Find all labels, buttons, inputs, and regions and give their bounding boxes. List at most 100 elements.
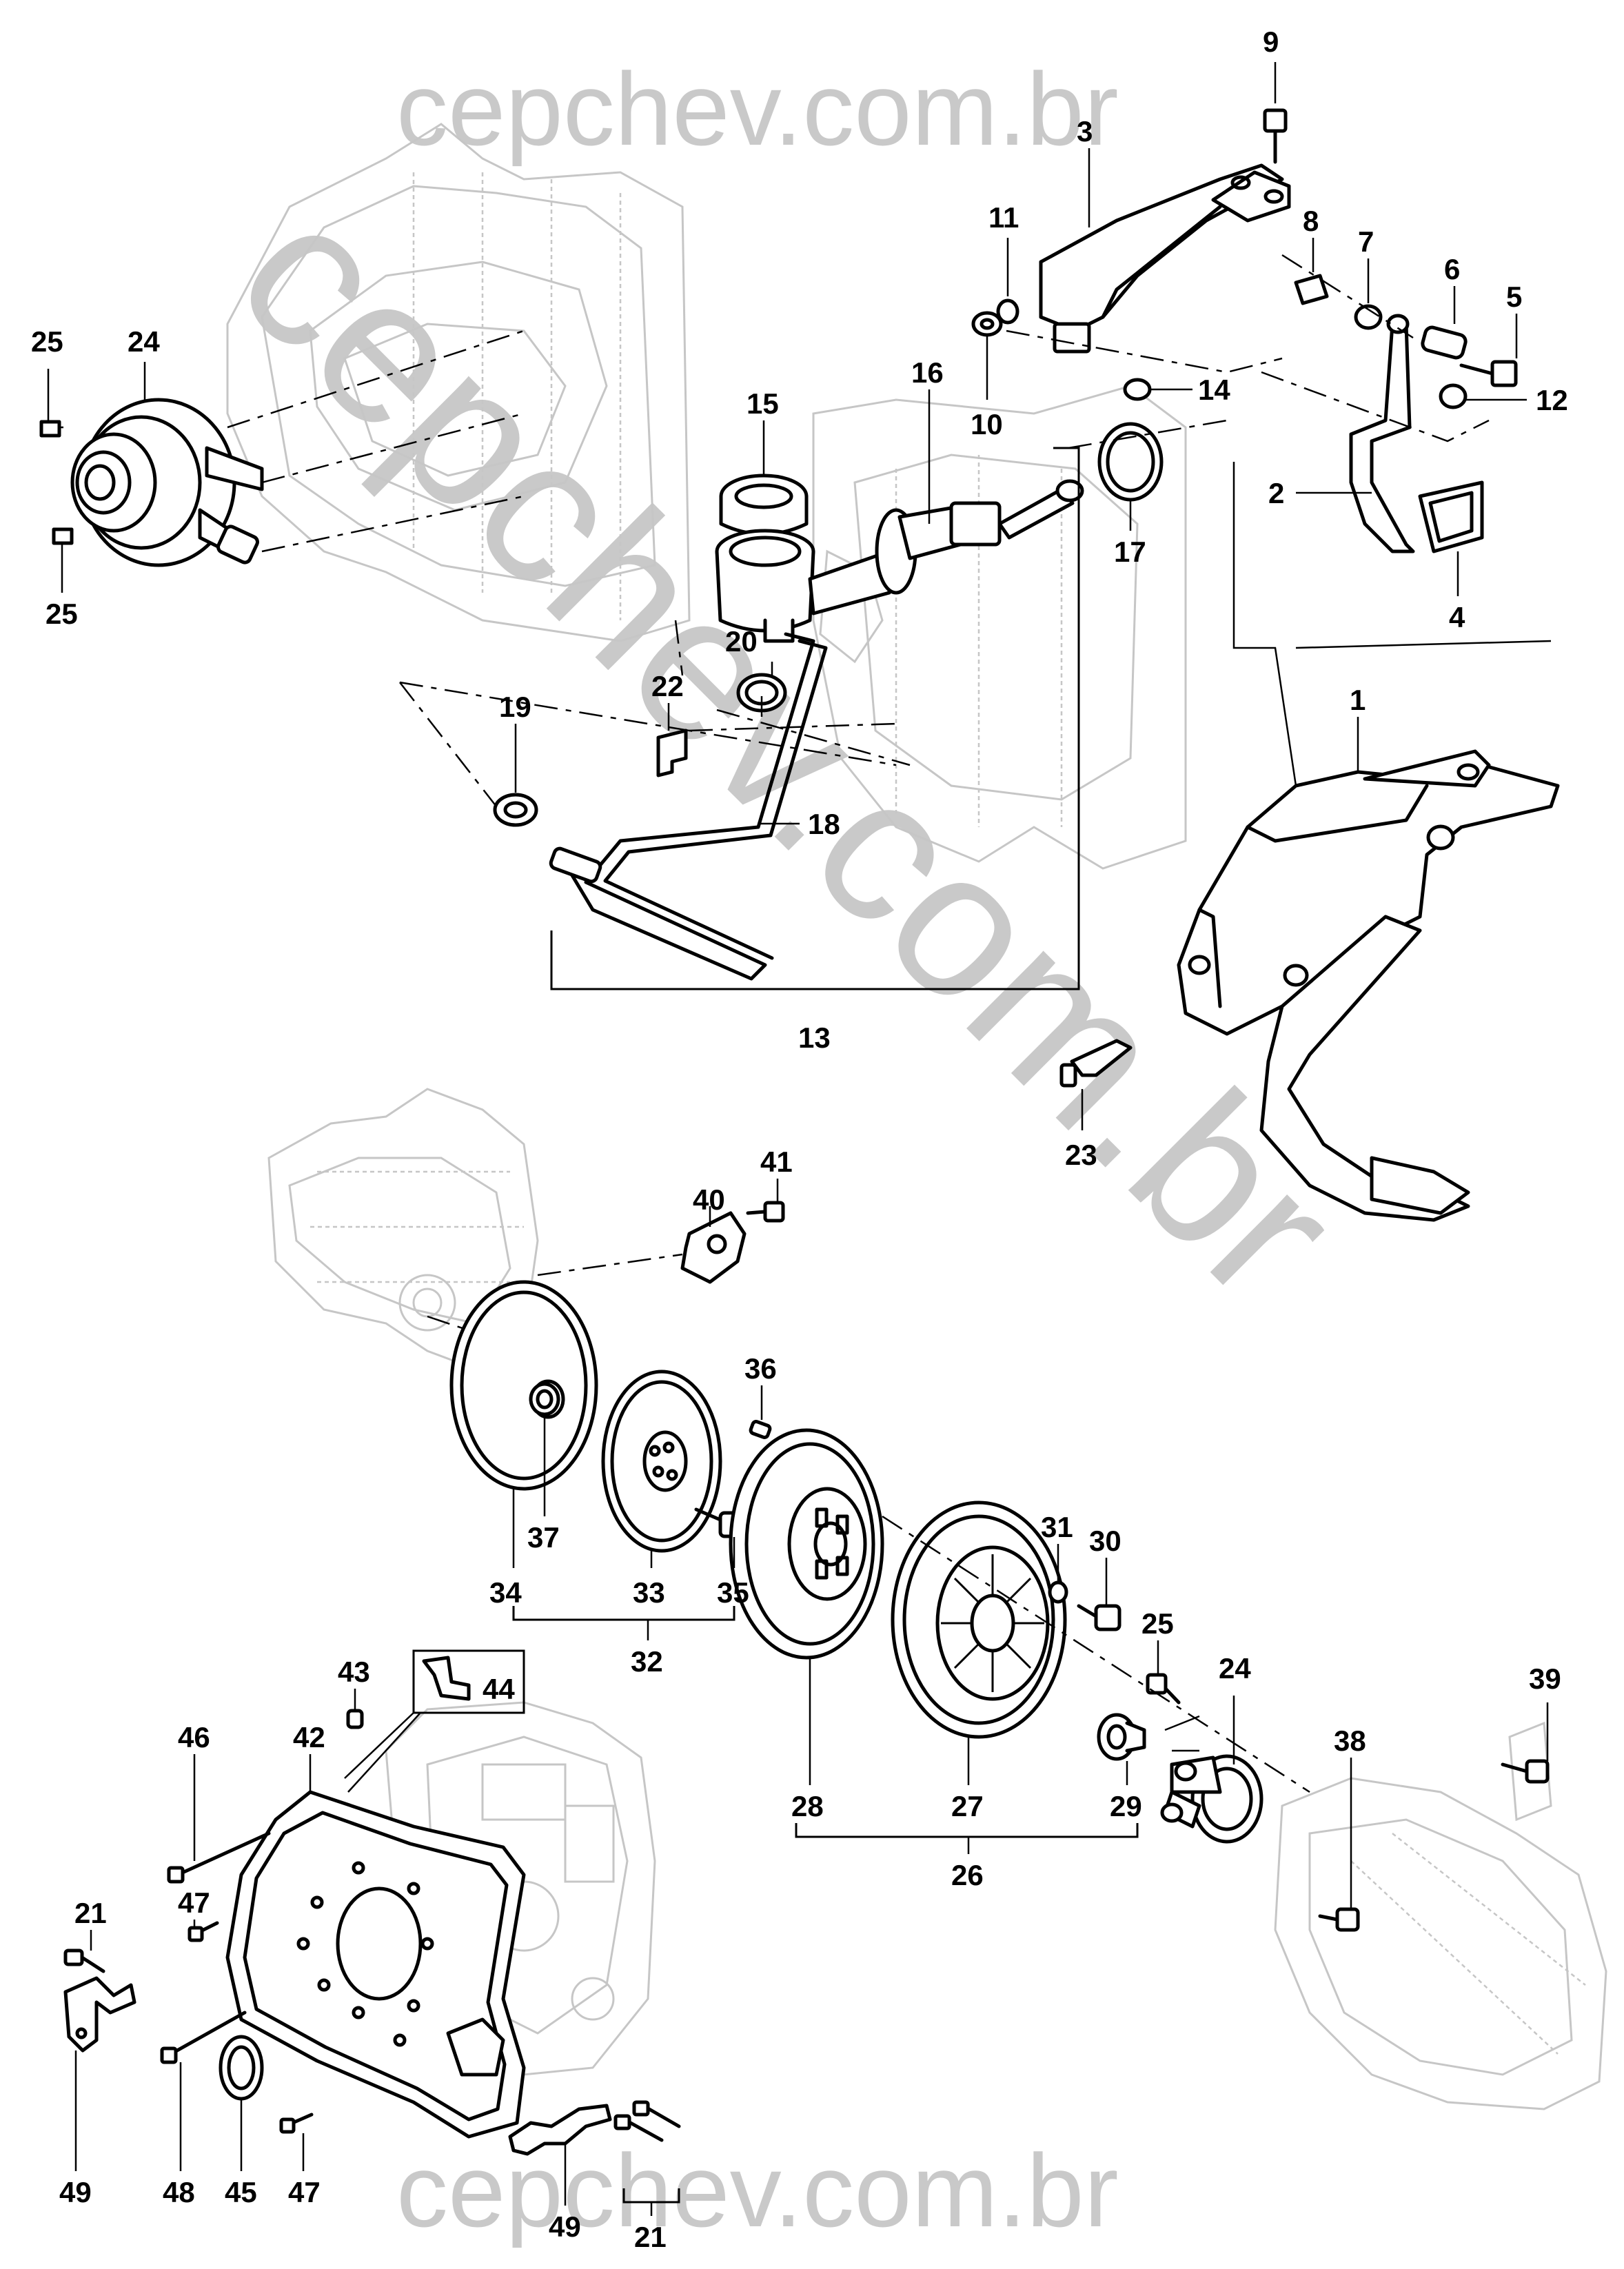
bushing-8 (1294, 274, 1329, 305)
seal-ring-17 (1097, 422, 1164, 502)
dowel-36 (749, 1420, 772, 1439)
callout-11: 11 (988, 201, 1019, 234)
dowel-43 (346, 1709, 364, 1729)
nut-14 (1123, 378, 1152, 401)
callout-32: 32 (631, 1645, 663, 1678)
callout-30: 30 (1089, 1525, 1121, 1557)
bracket-49-left (63, 1976, 136, 2053)
callout-5: 5 (1506, 281, 1522, 313)
callout-46: 46 (178, 1721, 210, 1753)
callout-28: 28 (791, 1790, 824, 1822)
callout-15: 15 (747, 387, 779, 420)
callout-19: 19 (499, 691, 531, 723)
callout-1: 1 (1350, 684, 1366, 716)
bolt-41 (746, 1201, 785, 1223)
pedal-arm-2 (1349, 314, 1415, 553)
callout-2: 2 (1268, 477, 1284, 509)
grommet-19 (493, 793, 538, 827)
master-cylinder-reservoir (715, 529, 815, 633)
flexplate-33 (601, 1370, 722, 1553)
callout-39: 39 (1529, 1662, 1561, 1695)
slave-cylinder-upper (70, 398, 264, 567)
callout-8: 8 (1303, 205, 1319, 237)
master-cylinder-cap-15 (719, 474, 809, 536)
callout-6: 6 (1444, 253, 1460, 285)
bearing-37 (529, 1382, 560, 1416)
seal-45 (219, 2035, 264, 2101)
callout-48: 48 (163, 2176, 195, 2208)
bolt-30 (1077, 1604, 1121, 1631)
callout-9: 9 (1263, 26, 1279, 58)
callout-13: 13 (798, 1021, 831, 1054)
callout-47-lower: 47 (288, 2176, 321, 2208)
bolt-47-upper (187, 1921, 219, 1942)
nut-12 (1439, 383, 1468, 409)
master-cylinder-16 (763, 479, 1084, 643)
pedal-assembly-1 (1177, 749, 1560, 1222)
watermark-top: cepchev.com.br (396, 51, 1119, 167)
pedal-bracket-3 (1039, 163, 1291, 354)
callout-49-right: 49 (549, 2210, 581, 2243)
callout-10: 10 (971, 408, 1003, 440)
callout-26: 26 (951, 1859, 984, 1891)
callout-21-right: 21 (634, 2221, 667, 2253)
bolt-21-left (63, 1949, 105, 1973)
bolt-9 (1263, 108, 1288, 164)
flywheel-ring-34 (449, 1280, 598, 1491)
callout-21-left: 21 (74, 1897, 107, 1929)
callout-25-upper: 25 (31, 325, 63, 358)
nut-10 (971, 311, 1003, 337)
bracket-44 (412, 1649, 525, 1714)
callout-45: 45 (225, 2176, 257, 2208)
pedal-pad-4 (1418, 480, 1484, 553)
callout-3: 3 (1077, 115, 1093, 147)
callout-17: 17 (1114, 536, 1146, 568)
stud-46 (167, 1831, 271, 1884)
clutch-pipe-18 (549, 632, 828, 981)
stud-48 (160, 2011, 247, 2064)
callout-24-upper: 24 (128, 325, 160, 358)
callout-35: 35 (717, 1576, 749, 1609)
callout-29: 29 (1110, 1790, 1142, 1822)
callout-27: 27 (951, 1790, 984, 1822)
callout-25-lower: 25 (1141, 1607, 1174, 1640)
slave-cylinder-lower-24 (1160, 1754, 1263, 1844)
callout-31: 31 (1041, 1511, 1073, 1543)
watermark-bottom: cepchev.com.br (396, 2133, 1119, 2248)
callout-16: 16 (911, 356, 944, 389)
pressure-plate-27 (891, 1500, 1067, 1739)
callout-14: 14 (1198, 374, 1230, 406)
callout-33: 33 (633, 1576, 665, 1609)
bracket-49-right (508, 2104, 612, 2156)
bolt-5 (1459, 360, 1518, 387)
bolt-38 (1318, 1907, 1360, 1932)
gearbox-ghost-lower-right (1274, 1721, 1607, 2110)
callout-34: 34 (489, 1576, 522, 1609)
callout-20: 20 (725, 625, 758, 658)
callout-25-middle: 25 (45, 598, 78, 630)
callout-22: 22 (651, 670, 684, 702)
callout-47-upper: 47 (178, 1886, 210, 1919)
callout-23: 23 (1065, 1139, 1097, 1171)
bolts-21-right (613, 2100, 681, 2142)
callout-42: 42 (293, 1721, 325, 1753)
callout-12: 12 (1536, 384, 1568, 416)
callout-41: 41 (760, 1146, 793, 1178)
callout-36: 36 (744, 1352, 777, 1385)
adapter-plate-42 (225, 1790, 526, 2139)
callout-43: 43 (338, 1656, 370, 1688)
bushing-7 (1354, 304, 1383, 330)
stop-switch-23 (1059, 1039, 1133, 1088)
bearing-29 (1097, 1713, 1146, 1761)
callout-40: 40 (693, 1183, 725, 1216)
washer-31 (1048, 1580, 1068, 1604)
callout-24-lower: 24 (1219, 1652, 1251, 1685)
bolt-39 (1501, 1759, 1550, 1784)
callout-44: 44 (483, 1673, 515, 1705)
callout-18: 18 (808, 808, 840, 840)
spacer-6 (1421, 325, 1468, 360)
clutch-disc-28 (729, 1428, 884, 1660)
bolt-47-lower (279, 2113, 314, 2134)
callout-7: 7 (1358, 225, 1374, 258)
